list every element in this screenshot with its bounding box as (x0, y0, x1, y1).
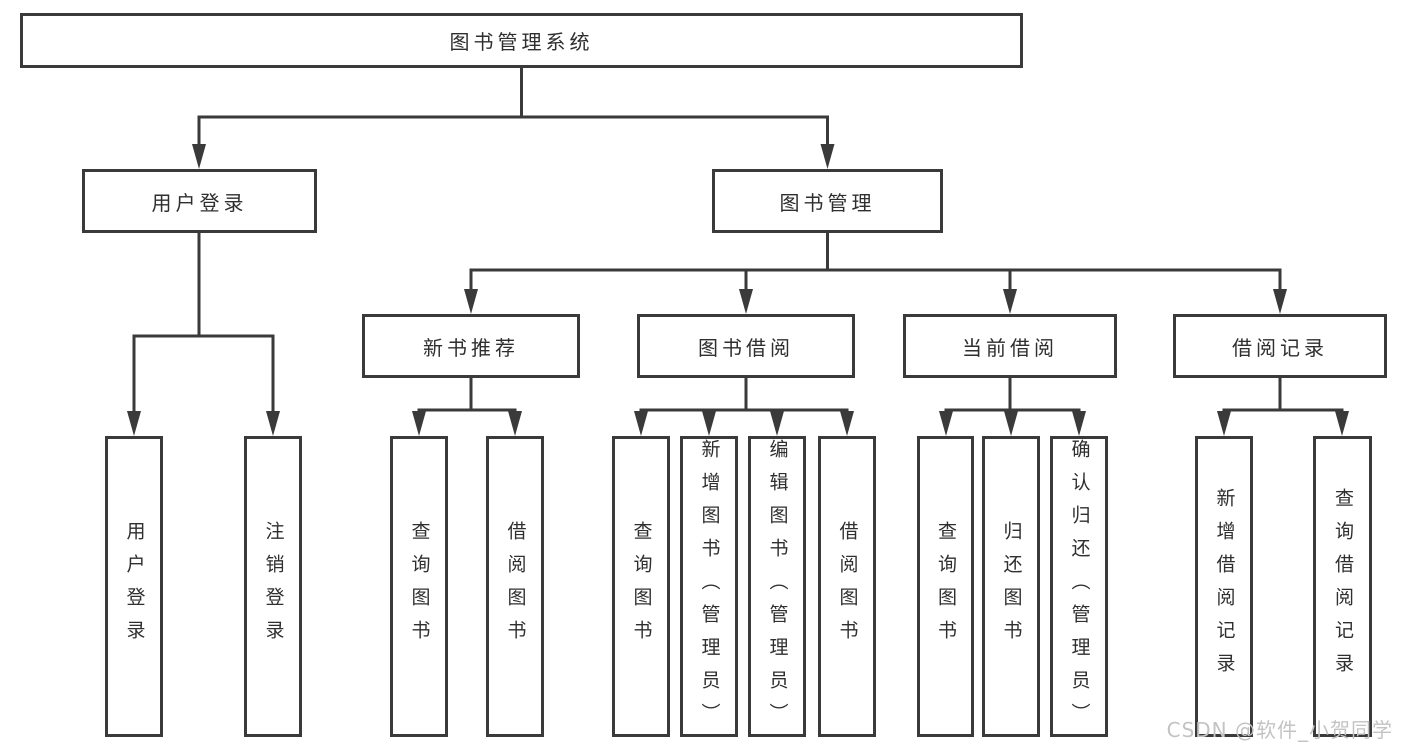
leaf-recommend-query-books: 查询图书 (390, 436, 448, 737)
connector-currentborrow-to-leaves (939, 378, 1086, 436)
leaf-logout: 注销登录 (244, 436, 302, 737)
connector-bookborrow-to-leaves (634, 378, 854, 436)
csdn-watermark: CSDN @软件_小贺同学 (1166, 718, 1393, 742)
connector-userlogin-to-leaves (127, 233, 280, 436)
node-current-borrow: 当前借阅 (903, 314, 1117, 378)
leaf-borrow-books: 借阅图书 (818, 436, 876, 737)
leaf-edit-books-admin: 编辑图书（管理员） (748, 436, 806, 737)
leaf-query-borrow-record: 查询借阅记录 (1313, 436, 1372, 737)
leaf-borrow-query-books: 查询图书 (612, 436, 670, 737)
node-book-management: 图书管理 (712, 169, 943, 233)
node-new-book-recommend: 新书推荐 (362, 314, 580, 378)
leaf-add-books-admin: 新增图书（管理员） (680, 436, 738, 737)
connector-newbookrec-to-leaves (412, 378, 522, 436)
leaf-return-books: 归还图书 (982, 436, 1040, 737)
leaf-confirm-return-admin: 确认归还（管理员） (1050, 436, 1108, 737)
leaf-user-login: 用户登录 (105, 436, 163, 737)
node-root: 图书管理系统 (20, 13, 1023, 68)
connector-borrowrecord-to-leaves (1217, 378, 1349, 436)
leaf-recommend-borrow-books: 借阅图书 (486, 436, 544, 737)
node-book-borrow: 图书借阅 (637, 314, 855, 378)
node-user-login: 用户登录 (82, 169, 317, 233)
connector-bookmgmt-to-level3 (464, 233, 1287, 314)
leaf-add-borrow-record: 新增借阅记录 (1195, 436, 1253, 737)
connector-root-to-level2 (192, 68, 835, 169)
leaf-current-query-books: 查询图书 (917, 436, 974, 737)
node-borrow-record: 借阅记录 (1173, 314, 1387, 378)
